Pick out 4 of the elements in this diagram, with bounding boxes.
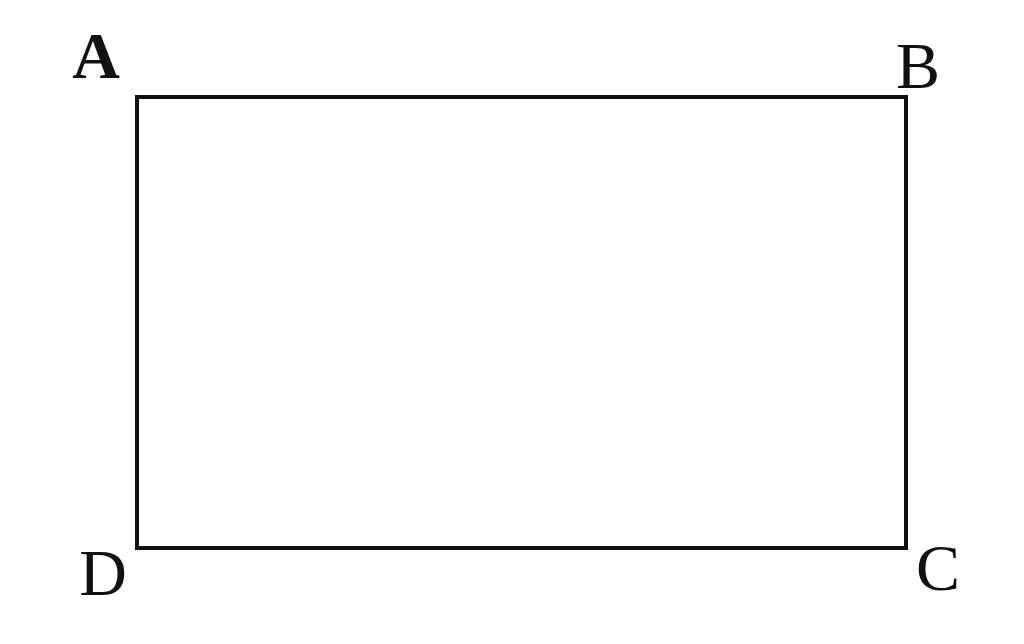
vertex-label: A [72,23,120,89]
vertex-label: C [916,535,960,601]
vertex-label: B [896,33,940,99]
vertex-label: D [79,540,127,606]
